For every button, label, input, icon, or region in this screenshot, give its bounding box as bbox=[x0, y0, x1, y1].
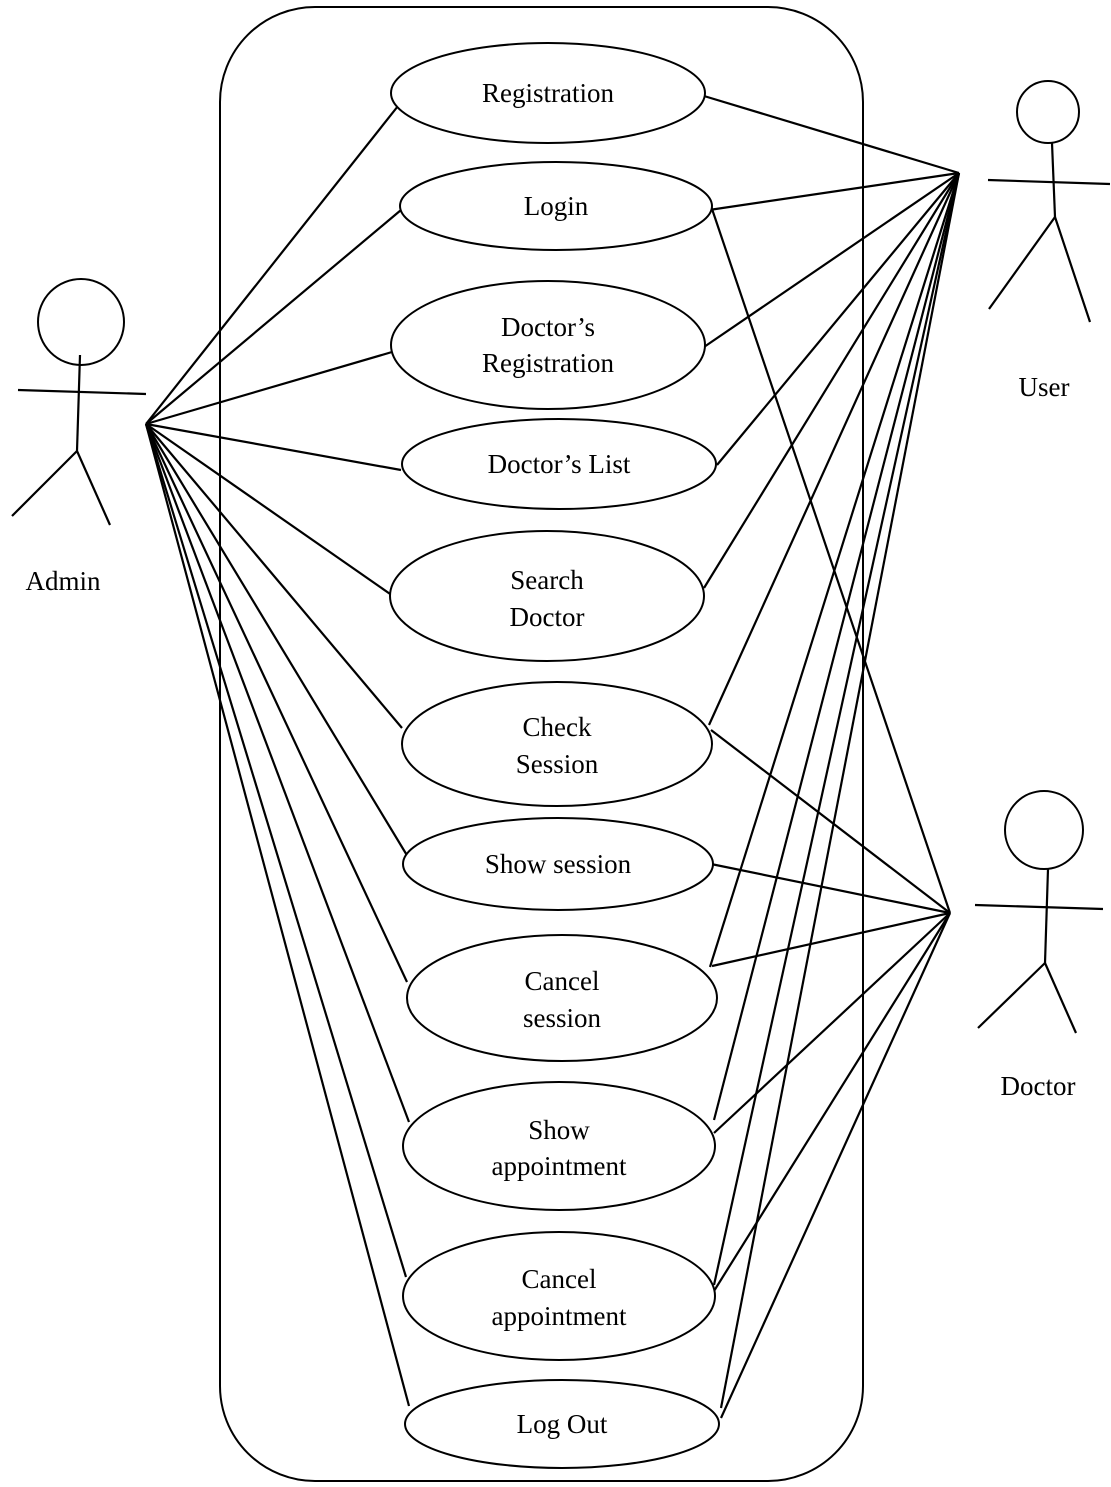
use-case-cancel-session[interactable]: Cancel session bbox=[406, 934, 718, 1062]
use-case-label-line-1: Search bbox=[510, 565, 584, 595]
use-case-label-line-2: Registration bbox=[482, 348, 614, 378]
admin-check-session-line bbox=[145, 423, 403, 729]
doctor-stick-figure-icon bbox=[974, 790, 1104, 1034]
admin-log-out-line bbox=[144, 423, 411, 1407]
admin-label: Admin bbox=[25, 566, 101, 596]
admin-search-doctor-line bbox=[145, 423, 394, 597]
use-case-login[interactable]: Login bbox=[399, 161, 713, 251]
admin-show-session-line bbox=[145, 423, 409, 858]
user-doctor-registration-line bbox=[703, 172, 960, 348]
admin-doctor-list-line bbox=[145, 422, 402, 472]
admin-actor[interactable]: Admin bbox=[11, 278, 147, 596]
use-case-log-out[interactable]: Log Out bbox=[404, 1379, 720, 1469]
doctor-log-out-line bbox=[719, 912, 952, 1419]
doctor-check-session-line bbox=[710, 729, 951, 914]
user-search-doctor-line bbox=[703, 172, 960, 589]
doctor-label: Doctor bbox=[1001, 1071, 1076, 1101]
use-case-label-line-2: Doctor bbox=[510, 602, 585, 632]
user-label: User bbox=[1019, 372, 1070, 402]
use-case-label: Login bbox=[524, 191, 589, 221]
user-cancel-appointment-line bbox=[712, 172, 961, 1286]
use-case-label-line-1: Cancel bbox=[525, 966, 600, 996]
admin-show-appointment-line bbox=[144, 423, 411, 1123]
user-show-appointment-line bbox=[712, 172, 961, 1121]
use-case-label: Log Out bbox=[517, 1409, 608, 1439]
use-case-show-appointment[interactable]: Show appointment bbox=[402, 1081, 716, 1211]
user-check-session-line bbox=[707, 172, 961, 726]
user-log-out-line bbox=[719, 172, 961, 1409]
doctor-show-session-line bbox=[710, 862, 951, 915]
user-actor[interactable]: User bbox=[987, 80, 1111, 402]
use-case-label-line-1: Doctor’s bbox=[501, 312, 595, 342]
user-stick-figure-icon bbox=[987, 80, 1111, 323]
user-login-line bbox=[708, 171, 960, 212]
admin-stick-figure-icon bbox=[11, 278, 147, 526]
doctor-cancel-appointment-line bbox=[713, 912, 951, 1292]
use-case-search-doctor[interactable]: Search Doctor bbox=[389, 530, 705, 662]
admin-login-line bbox=[145, 209, 402, 425]
admin-cancel-session-line bbox=[145, 423, 408, 983]
use-case-cancel-appointment[interactable]: Cancel appointment bbox=[402, 1231, 716, 1361]
use-case-label: Show session bbox=[485, 849, 632, 879]
use-case-label-line-2: appointment bbox=[492, 1151, 627, 1181]
system-boundary bbox=[219, 6, 864, 1482]
doctor-show-appointment-line bbox=[713, 912, 951, 1134]
association-lines bbox=[144, 94, 961, 1419]
use-case-label-line-2: Session bbox=[516, 749, 599, 779]
use-case-check-session[interactable]: Check Session bbox=[401, 681, 713, 807]
doctor-actor[interactable]: Doctor bbox=[974, 790, 1104, 1101]
use-case-doctor-list[interactable]: Doctor’s List bbox=[401, 418, 717, 510]
use-case-label-line-2: appointment bbox=[492, 1301, 627, 1331]
admin-cancel-appointment-line bbox=[144, 423, 408, 1278]
use-case-label-line-1: Show bbox=[528, 1115, 590, 1145]
doctor-login-line bbox=[707, 199, 952, 914]
use-case-registration[interactable]: Registration bbox=[390, 42, 706, 144]
user-registration-line bbox=[703, 94, 960, 175]
user-doctor-list-line bbox=[716, 172, 960, 466]
use-case-label-line-1: Check bbox=[523, 712, 592, 742]
use-case-doctor-registration[interactable]: Doctor’s Registration bbox=[390, 280, 706, 410]
doctor-cancel-session-line bbox=[711, 911, 951, 968]
use-case-label-line-2: session bbox=[523, 1003, 602, 1033]
use-case-show-session[interactable]: Show session bbox=[402, 817, 714, 911]
use-case-label: Doctor’s List bbox=[488, 449, 631, 479]
admin-doctor-registration-line bbox=[145, 350, 393, 426]
use-case-label-line-1: Cancel bbox=[522, 1264, 597, 1294]
use-case-label: Registration bbox=[482, 78, 614, 108]
admin-registration-line bbox=[145, 105, 399, 425]
